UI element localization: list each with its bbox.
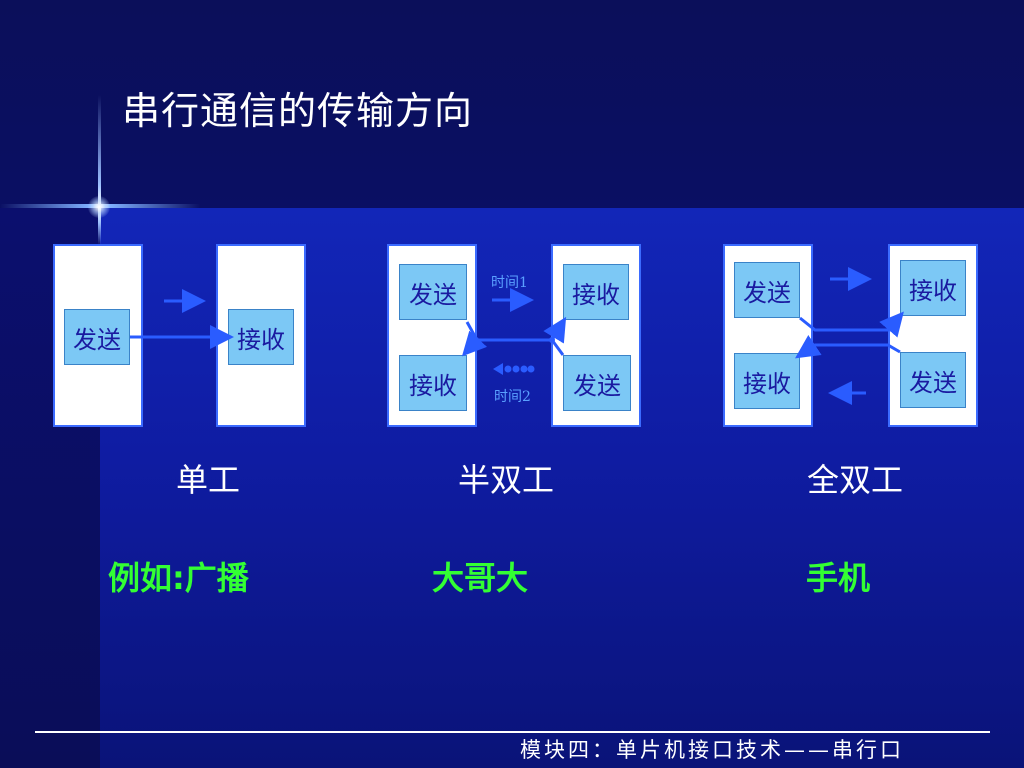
background-top [0,0,1024,208]
time1-label: 时间1 [491,275,528,291]
half-duplex-example: 大哥大 [432,559,529,597]
full-duplex-right-receive-box: 接收 [900,260,966,316]
light-flare-glow [88,196,110,218]
half-duplex-label: 半双工 [458,461,555,499]
full-duplex-example: 手机 [806,559,871,597]
half-duplex-left-send-box: 发送 [399,264,467,320]
simplex-example: 例如:广播 [108,559,249,597]
light-flare-vertical [98,95,101,245]
footer-text: 模块四：单片机接口技术——串行口 [520,738,904,762]
footer-divider [35,731,990,733]
simplex-receive-box: 接收 [228,309,294,365]
half-duplex-right-send-box: 发送 [563,355,631,411]
full-duplex-right-send-box: 发送 [900,352,966,408]
half-duplex-right-receive-box: 接收 [563,264,629,320]
simplex-send-box: 发送 [64,309,130,365]
full-duplex-left-receive-box: 接收 [734,353,800,409]
simplex-label: 单工 [176,461,241,499]
half-duplex-left-receive-box: 接收 [399,355,467,411]
full-duplex-left-send-box: 发送 [734,262,800,318]
time2-label: 时间2 [494,389,531,405]
slide-title: 串行通信的传输方向 [122,89,474,133]
full-duplex-label: 全双工 [807,461,904,499]
